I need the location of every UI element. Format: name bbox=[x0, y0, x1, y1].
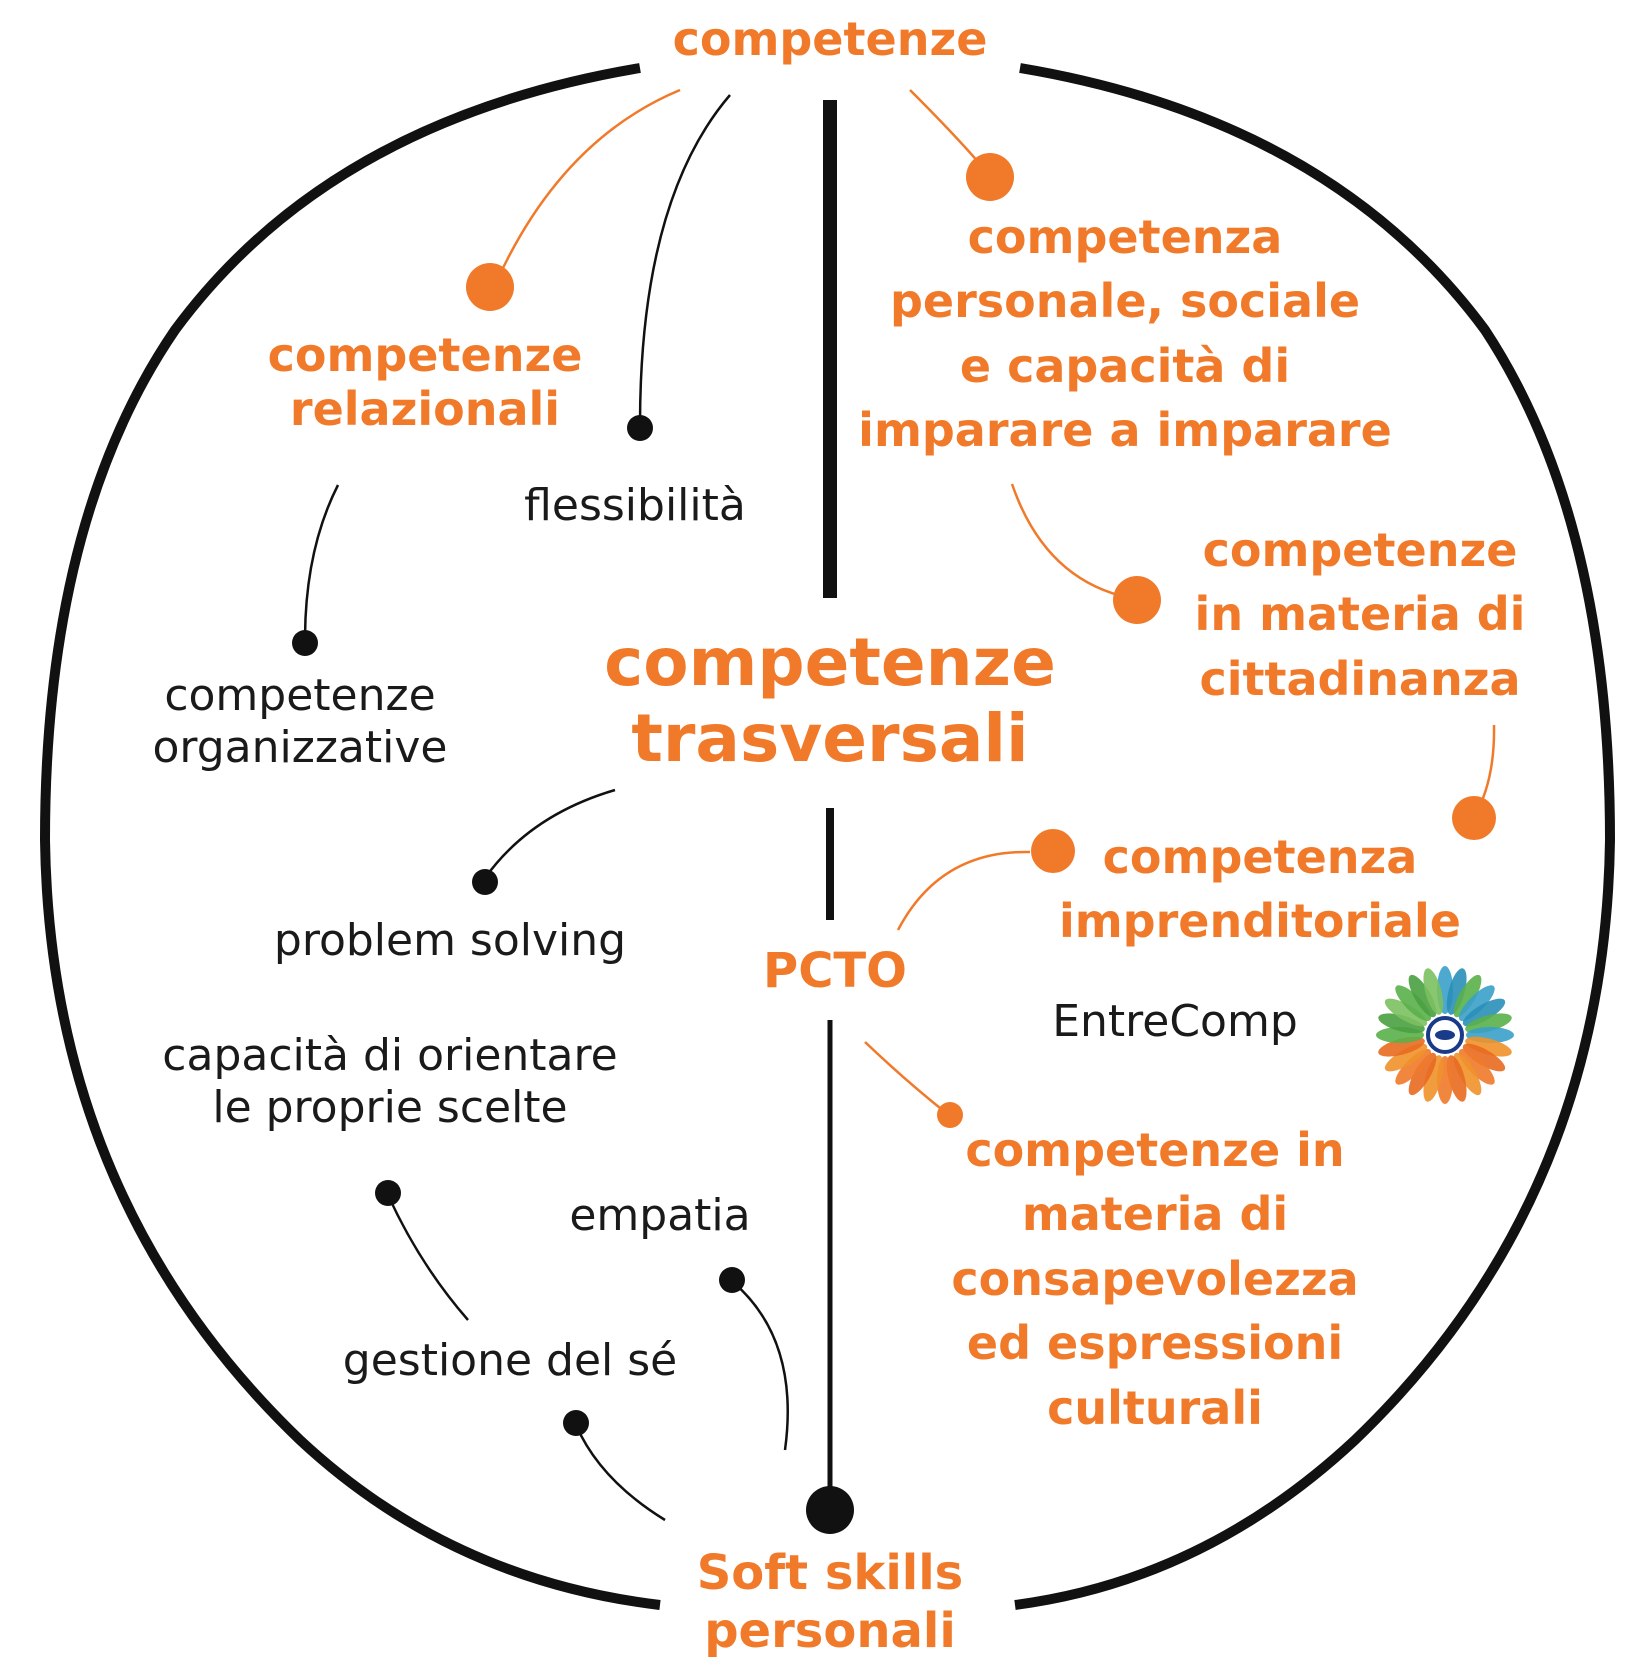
dot-gestione bbox=[563, 1410, 589, 1436]
label-orientare-scelte: capacità di orientare le proprie scelte bbox=[162, 1030, 618, 1133]
dot-relazionali bbox=[466, 263, 514, 311]
connector-pcto-imprenditoriale bbox=[896, 850, 1031, 931]
label-gestione-del-se: gestione del sé bbox=[342, 1335, 678, 1386]
connector-gestione bbox=[574, 1424, 666, 1522]
dot-flessibilita bbox=[627, 415, 653, 441]
connector-cittadinanza bbox=[1010, 483, 1131, 600]
connector-personale bbox=[909, 89, 986, 171]
dot-orientare bbox=[375, 1180, 401, 1206]
dot-culturali bbox=[937, 1102, 963, 1128]
label-empatia: empatia bbox=[569, 1190, 751, 1241]
label-competenza-imprenditoriale: competenza imprenditoriale bbox=[1058, 830, 1461, 949]
dot-organizzative bbox=[292, 630, 318, 656]
label-flessibilita: flessibilità bbox=[524, 480, 746, 531]
connector-culturali bbox=[864, 1041, 946, 1113]
label-competenza-personale: competenza personale, sociale e capacità… bbox=[858, 210, 1392, 458]
dot-cittadinanza bbox=[1113, 576, 1161, 624]
connector-relazionali bbox=[493, 88, 681, 286]
center-label: competenze trasversali bbox=[604, 624, 1056, 777]
connector-empatia bbox=[732, 1281, 789, 1451]
pcto-label: PCTO bbox=[763, 943, 907, 999]
connector-organizzative bbox=[303, 484, 340, 641]
connector-flessibilita bbox=[638, 94, 731, 426]
connector-problem-solving bbox=[483, 788, 616, 879]
circle-arc-left-top bbox=[39, 63, 661, 1610]
dot-cittadinanza-lower bbox=[1452, 796, 1496, 840]
dot-problem-solving bbox=[472, 869, 498, 895]
entrecomp-logo-icon bbox=[1376, 966, 1514, 1104]
dot-empatia bbox=[719, 1267, 745, 1293]
dot-personale bbox=[966, 153, 1014, 201]
label-competenze-cittadinanza: competenze in materia di cittadinanza bbox=[1194, 523, 1526, 706]
label-competenze-organizzative: competenze organizzative bbox=[152, 670, 448, 773]
dot-imprenditoriale bbox=[1031, 829, 1075, 873]
label-entrecomp: EntreComp bbox=[1052, 996, 1298, 1047]
label-competenze-culturali: competenze in materia di consapevolezza … bbox=[951, 1123, 1359, 1435]
top-label: competenze bbox=[672, 12, 988, 66]
divider-end-dot bbox=[806, 1486, 854, 1534]
label-problem-solving: problem solving bbox=[273, 915, 627, 966]
label-competenze-relazionali: competenze relazionali bbox=[267, 328, 583, 437]
circle-arc-right bbox=[1014, 63, 1616, 1610]
connector-orientare bbox=[386, 1194, 469, 1321]
bottom-label: Soft skills personali bbox=[696, 1545, 964, 1659]
